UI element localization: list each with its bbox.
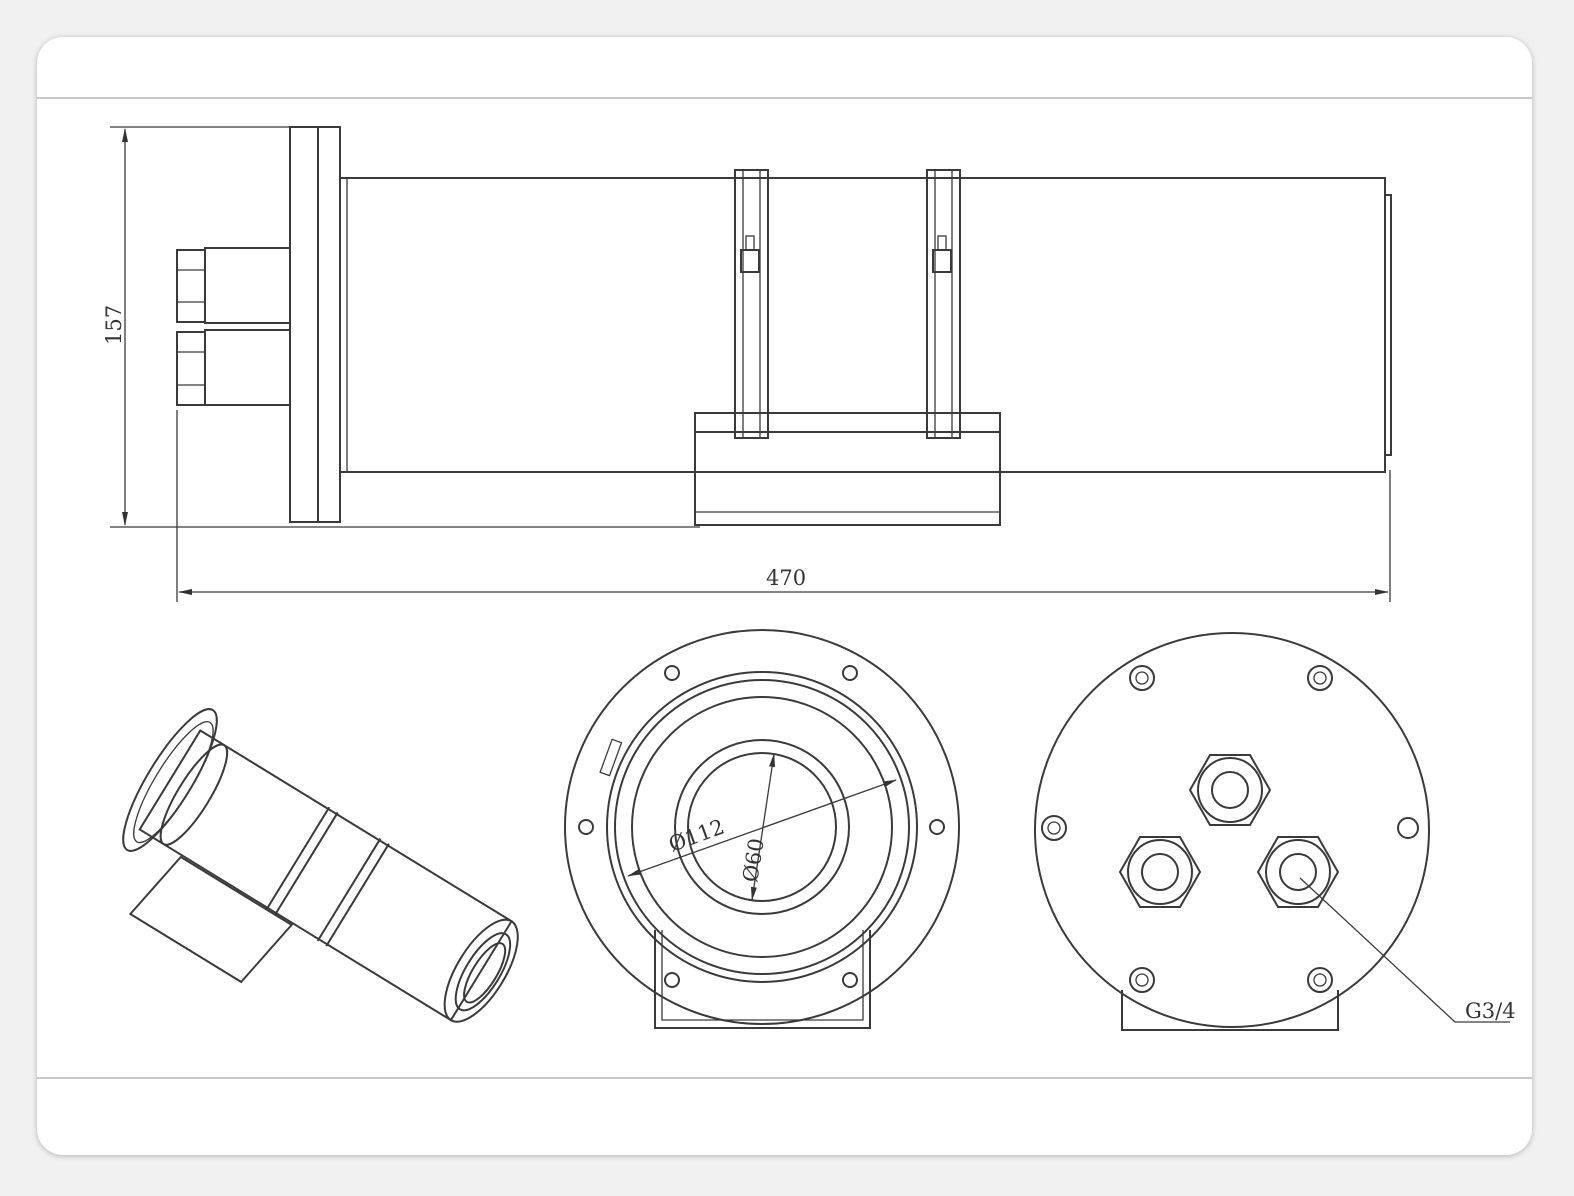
- rear-view: G3/4: [1034, 632, 1516, 1031]
- housing-body: [339, 177, 1392, 473]
- front-view: Ø112 Ø60: [564, 629, 960, 1029]
- isometric-view: [122, 708, 519, 1023]
- side-view: 157: [102, 126, 1392, 602]
- flange: [289, 126, 341, 523]
- bracket: [694, 412, 1001, 526]
- thread-leader-line: [1299, 877, 1510, 1023]
- thread-label: G3/4: [1465, 999, 1516, 1023]
- gland-ports: [1118, 754, 1340, 908]
- rear-bolts: [1041, 665, 1419, 993]
- drawing-card: [37, 37, 1532, 1155]
- clamp-bands: [734, 169, 961, 439]
- length-dimension-label: 470: [766, 566, 806, 590]
- height-dimension-label: 157: [102, 305, 126, 345]
- window-diameter-label: Ø60: [738, 837, 769, 884]
- cable-glands: [176, 247, 291, 406]
- bolt-holes: [578, 665, 945, 988]
